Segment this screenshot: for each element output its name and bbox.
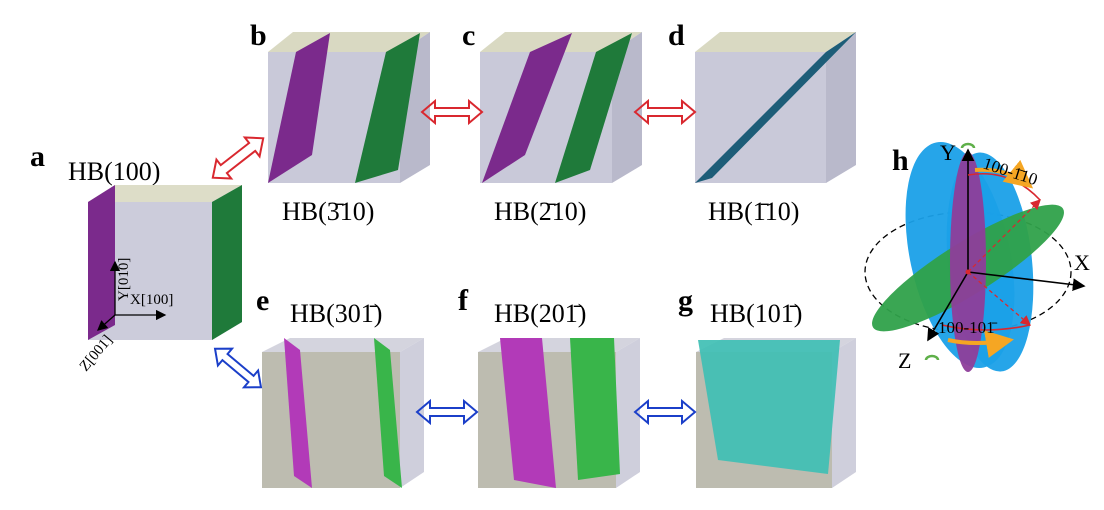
cube-a <box>88 185 242 340</box>
plane-a-purple <box>88 185 115 340</box>
sphere-label-y: Y <box>940 140 956 165</box>
double-arrow-a-e <box>213 347 263 389</box>
panel-letter-e: e <box>256 284 269 317</box>
axis-z-arrow <box>97 314 116 331</box>
panel-letter-c: c <box>462 19 475 52</box>
panel-g: g HB(101̄) <box>678 284 856 488</box>
panel-letter-b: b <box>250 19 267 52</box>
cube-c <box>480 32 642 183</box>
panel-c: c HB(2̄10) <box>462 19 642 226</box>
cube-d-top <box>695 32 856 52</box>
cube-f-side <box>616 338 640 488</box>
panel-letter-a: a <box>30 140 45 173</box>
double-arrow-a-b <box>211 136 265 180</box>
cube-d-side <box>826 32 856 183</box>
red-arrows <box>211 98 697 180</box>
plane-c-green <box>555 33 632 183</box>
cube-a-front <box>88 202 212 340</box>
orange-arrow-bottom <box>947 330 1014 358</box>
hb-label-d: HB(1̄10) <box>708 197 799 226</box>
hb-label-b: HB(3̄10) <box>282 197 374 226</box>
sphere-label-x: X <box>1074 250 1090 275</box>
panel-h: h <box>864 140 1090 373</box>
plane-a-green <box>212 185 242 340</box>
double-arrow-e-f <box>415 398 479 426</box>
blue-arrows <box>213 347 697 426</box>
sphere-axis-z <box>927 271 969 342</box>
cube-f <box>478 338 640 488</box>
cube-g-side <box>832 338 856 488</box>
orange-arrow-top <box>974 159 1034 189</box>
cube-a-top <box>88 185 242 202</box>
axis-y-label: Y[010] <box>116 258 132 301</box>
panel-letter-g: g <box>678 284 693 317</box>
panel-f: f HB(201̄) <box>458 284 640 488</box>
plane-f-green <box>570 338 620 480</box>
hb-label-f: HB(201̄) <box>494 299 586 328</box>
sphere-axis-x <box>967 271 1086 292</box>
plane-c-purple <box>482 33 572 183</box>
cube-e <box>262 338 424 488</box>
cube-b <box>268 32 430 183</box>
red-dashed-top <box>967 199 1041 273</box>
panel-letter-d: d <box>668 19 685 52</box>
hb-label-e: HB(301̄) <box>290 299 382 328</box>
panel-a: a HB(100) X[100] Y[010] Z[001] <box>30 140 242 375</box>
plane-b-green <box>355 33 420 183</box>
panel-d: d HB(1̄10) <box>668 19 856 226</box>
sphere-label-z: Z <box>898 348 911 373</box>
cube-d <box>695 32 856 183</box>
plane-d-teal <box>695 32 856 183</box>
plane-g-cyan <box>698 340 840 474</box>
cube-g <box>696 338 856 488</box>
plane-e-green <box>374 338 402 488</box>
red-arc-bottom <box>941 324 1031 331</box>
angle-label-bottom: 100-101̄ <box>938 318 998 337</box>
panel-e: e HB(301̄) <box>256 284 424 488</box>
double-arrow-c-d <box>633 98 697 126</box>
rotation-icon-y <box>960 142 976 149</box>
plane-b-purple <box>268 33 330 183</box>
rotation-icon-z <box>924 354 940 361</box>
plane-f-magenta <box>500 338 556 488</box>
panel-b: b HB(3̄10) <box>250 19 430 226</box>
double-arrow-b-c <box>420 98 484 126</box>
panel-letter-f: f <box>458 284 469 317</box>
panel-letter-h: h <box>892 144 909 177</box>
double-arrow-f-g <box>633 398 697 426</box>
hb-label-a: HB(100) <box>68 157 160 186</box>
sphere-center <box>965 269 971 275</box>
plane-e-magenta <box>284 338 312 488</box>
hb-label-c: HB(2̄10) <box>494 197 586 226</box>
hb-label-g: HB(101̄) <box>710 299 802 328</box>
cube-e-side <box>400 338 424 488</box>
axis-x-label: X[100] <box>130 292 173 308</box>
